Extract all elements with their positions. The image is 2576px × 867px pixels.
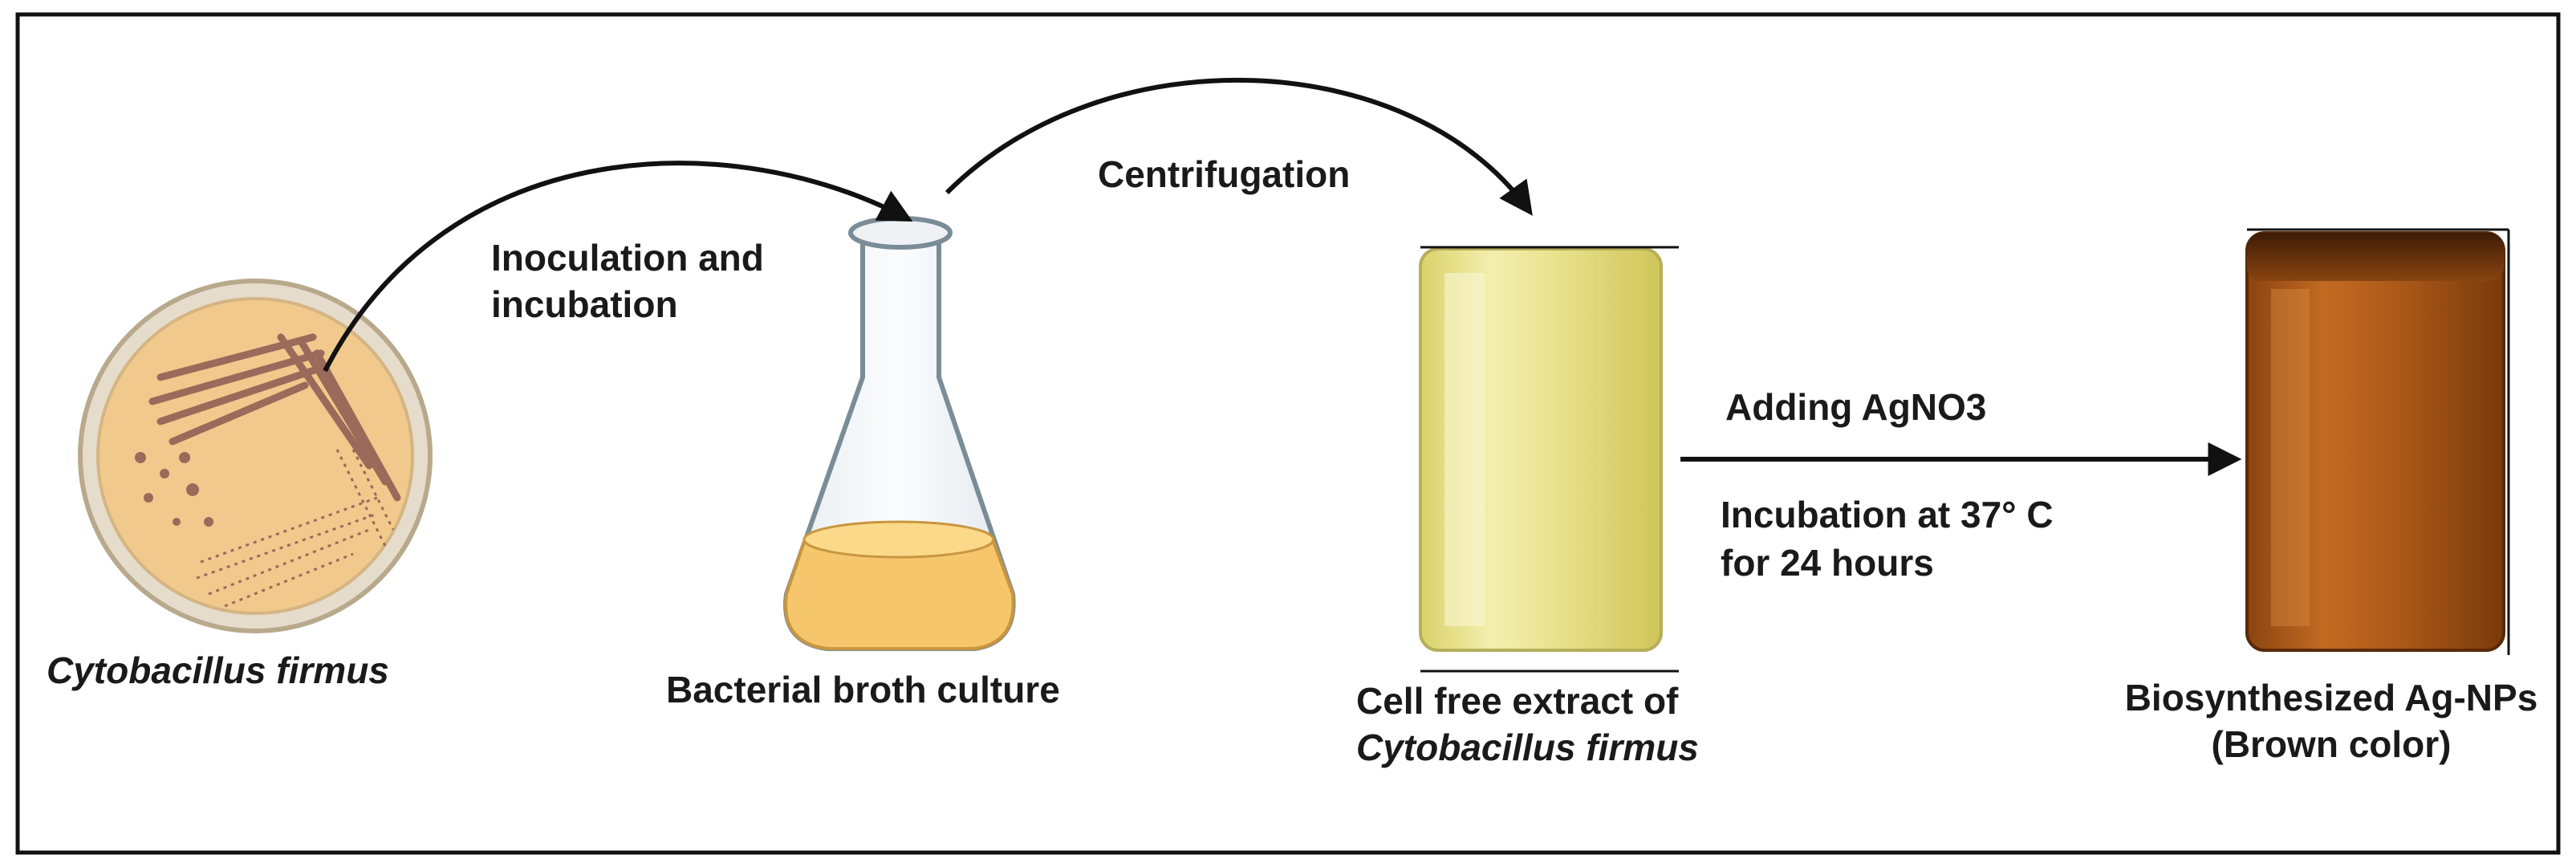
centrifugation-label: Centrifugation — [1098, 153, 1351, 195]
flask-caption: Bacterial broth culture — [666, 669, 1060, 710]
diagram-frame — [15, 12, 2561, 855]
arrow-inoculation — [323, 161, 913, 372]
product-caption-line1: Biosynthesized Ag-NPs — [2124, 677, 2538, 718]
broth-liquid — [784, 538, 1015, 650]
incubation-label-line2: for 24 hours — [1721, 542, 1934, 584]
inoculation-label-line2: incubation — [491, 283, 678, 325]
bacterial-colonies — [135, 452, 213, 527]
extract-caption-line2: Cytobacillus firmus — [1356, 727, 1699, 768]
incubation-label-line1: Incubation at 37° C — [1721, 494, 2054, 535]
erlenmeyer-flask — [783, 216, 1016, 651]
petri-dish — [78, 279, 433, 633]
petri-caption: Cytobacillus firmus — [47, 649, 389, 691]
inoculation-label-line1: Inoculation and — [491, 237, 764, 279]
adding-agno3-label: Adding AgNO3 — [1725, 386, 1987, 428]
nanoparticle-jar — [2245, 228, 2510, 655]
arrow-centrifugation — [945, 77, 1533, 216]
product-caption-line2: (Brown color) — [2211, 723, 2452, 765]
bacterial-streaks — [148, 333, 401, 502]
extract-jar — [1419, 246, 1679, 673]
extract-caption-line1: Cell free extract of — [1356, 680, 1679, 722]
fine-streaks — [196, 449, 395, 608]
